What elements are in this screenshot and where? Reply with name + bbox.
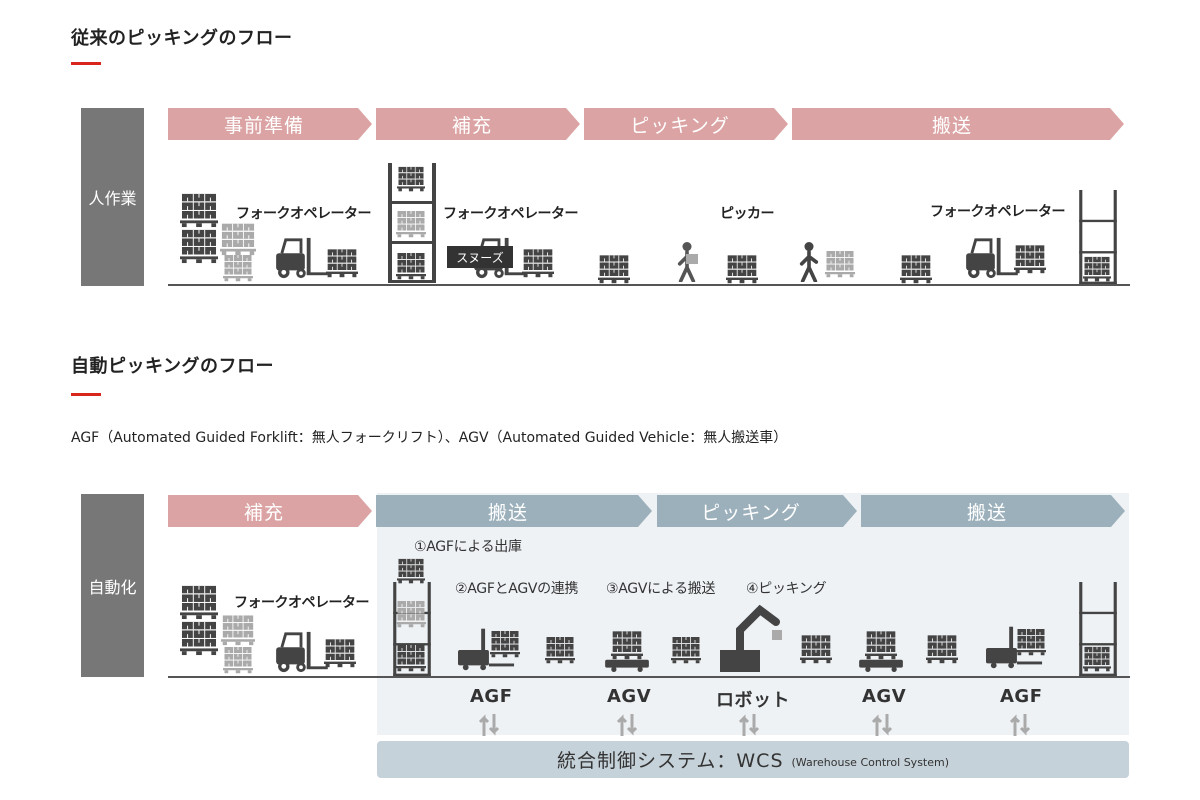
stage-arrow-replenish: 補充 — [168, 495, 372, 527]
row-label-automated: 自動化 — [81, 494, 144, 677]
pallet-stack-icon — [396, 211, 426, 237]
automated-illustration — [168, 550, 1117, 676]
pallet-stack-icon — [396, 645, 426, 671]
stage-arrow-replenish: 補充 — [376, 108, 580, 140]
sync-arrows-icon — [871, 712, 893, 738]
stage-label: 補充 — [451, 114, 492, 137]
stage-label: 事前準備 — [223, 114, 304, 137]
agv-icon — [859, 631, 903, 672]
stage-label: 搬送 — [931, 114, 972, 137]
pallet-stack-icon — [1083, 257, 1111, 282]
picker-icon — [677, 242, 698, 282]
pallet-stack-icon — [1016, 629, 1046, 655]
system-label-agf: AGF — [470, 686, 513, 707]
stage-label: 搬送 — [487, 501, 528, 524]
conventional-illustration — [168, 163, 1117, 284]
pallet-stack-icon — [726, 255, 758, 283]
conventional-title: 従来のピッキングのフロー — [71, 28, 293, 49]
title-accent-rule — [71, 393, 101, 396]
pallet-stack-icon — [180, 194, 218, 263]
step-agv-transport: ③AGVによる搬送 — [606, 581, 716, 597]
forklift-icon — [274, 236, 330, 280]
pallet-stack-icon — [397, 167, 425, 192]
pallet-stack-icon — [545, 637, 575, 663]
role-fork-operator: フォークオペレーター — [443, 206, 579, 222]
stage-label: ピッキング — [630, 114, 730, 137]
step-agf-agv-link: ②AGFとAGVの連携 — [455, 581, 579, 597]
pallet-stack-icon — [180, 586, 218, 655]
pallet-stack-icon — [220, 224, 256, 282]
system-label-agv: AGV — [607, 686, 652, 707]
abbreviation-note: AGF（Automated Guided Forklift：無人フォークリフト）… — [71, 430, 788, 446]
floor-line — [168, 676, 1130, 678]
stage-arrow-transport: 搬送 — [376, 495, 652, 527]
pallet-stack-icon — [326, 249, 358, 277]
sync-arrows-icon — [616, 712, 638, 738]
pallet-stack-icon — [396, 601, 426, 627]
title-accent-rule — [71, 62, 101, 65]
step-picking: ④ピッキング — [746, 581, 827, 597]
pallet-stack-icon — [490, 631, 520, 657]
agv-icon — [605, 631, 649, 672]
role-picker: ピッカー — [720, 206, 775, 222]
stage-label: 搬送 — [966, 501, 1007, 524]
pallet-stack-icon — [1014, 245, 1046, 273]
stage-arrow-preparation: 事前準備 — [168, 108, 372, 140]
stage-arrow-picking: ピッキング — [657, 495, 857, 527]
pallet-stack-icon — [396, 253, 426, 279]
wcs-subtitle: (Warehouse Control System) — [791, 756, 950, 769]
pallet-stack-icon — [324, 639, 356, 667]
pallet-stack-icon — [825, 251, 855, 277]
role-fork-operator: フォークオペレーター — [930, 204, 1066, 220]
cart-worker-icon — [799, 242, 819, 282]
step-agf-retrieval: ①AGFによる出庫 — [414, 539, 522, 555]
sync-arrows-icon — [738, 712, 760, 738]
stage-arrow-transport: 搬送 — [792, 108, 1124, 140]
pallet-stack-icon — [900, 255, 932, 283]
pallet-stack-icon — [926, 635, 958, 663]
sync-arrows-icon — [1009, 712, 1031, 738]
forklift-icon — [964, 236, 1020, 280]
stage-arrow-picking: ピッキング — [584, 108, 788, 140]
floor-line — [168, 284, 1130, 286]
sync-arrows-icon — [478, 712, 500, 738]
pallet-stack-icon — [800, 635, 832, 663]
pallet-stack-icon — [522, 249, 554, 277]
wcs-title: 統合制御システム：WCS — [556, 750, 784, 772]
pallet-stack-icon — [1083, 647, 1111, 672]
role-fork-operator: フォークオペレーター — [234, 595, 370, 611]
pallet-stack-icon — [671, 637, 701, 663]
forklift-icon — [274, 630, 330, 674]
role-fork-operator: フォークオペレーター — [236, 206, 372, 222]
stage-label: 補充 — [243, 501, 284, 524]
pallet-stack-icon — [397, 559, 425, 584]
stage-arrow-transport: 搬送 — [861, 495, 1125, 527]
snooze-tooltip: スヌーズ — [447, 246, 513, 268]
system-label-robot: ロボット — [716, 690, 790, 711]
pallet-stack-icon — [598, 255, 630, 283]
system-label-agf: AGF — [1000, 686, 1043, 707]
pallet-stack-icon — [221, 615, 255, 673]
automated-title: 自動ピッキングのフロー — [71, 356, 274, 377]
robot-arm-icon — [720, 604, 782, 672]
wcs-system-bar: 統合制御システム：WCS (Warehouse Control System) — [377, 741, 1129, 778]
system-label-agv: AGV — [862, 686, 907, 707]
row-label-manual: 人作業 — [81, 108, 144, 286]
stage-label: ピッキング — [701, 501, 801, 524]
